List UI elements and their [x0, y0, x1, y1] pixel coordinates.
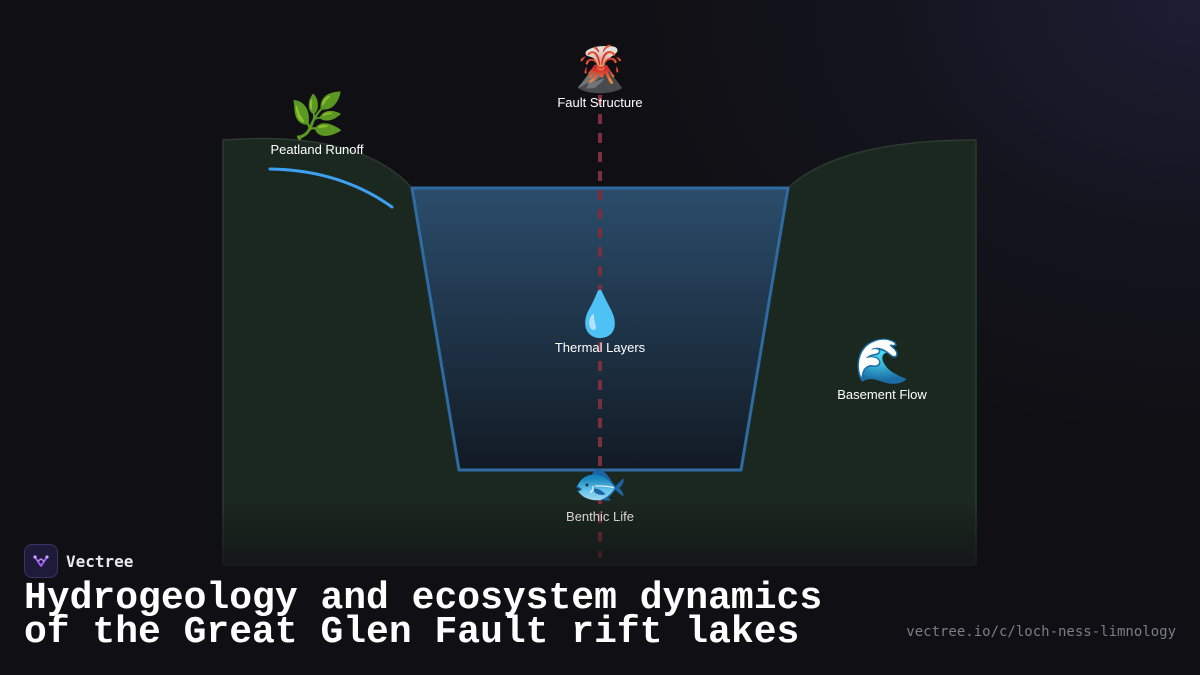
wave-icon: 🌊	[854, 337, 910, 386]
fault-structure-label: Fault Structure	[557, 95, 643, 110]
brand-name: Vectree	[66, 551, 134, 571]
node-basement-flow: 🌊 Basement Flow	[837, 337, 927, 403]
node-benthic-life: 🐟 Benthic Life	[566, 459, 634, 525]
brand: Vectree	[24, 544, 133, 578]
vectree-logo-icon	[24, 544, 58, 578]
node-peatland-runoff: 🌿 Peatland Runoff	[271, 92, 364, 158]
peatland-runoff-label: Peatland Runoff	[270, 142, 364, 157]
herb-icon: 🌿	[289, 92, 345, 141]
basement-flow-label: Basement Flow	[837, 387, 927, 402]
volcano-icon: 🌋	[572, 45, 628, 94]
node-thermal-layers: 💧 Thermal Layers	[555, 290, 645, 356]
node-fault-structure: 🌋 Fault Structure	[557, 45, 642, 111]
droplet-icon: 💧	[572, 290, 628, 339]
source-url: vectree.io/c/loch-ness-limnology	[906, 624, 1176, 640]
fish-icon: 🐟	[572, 459, 628, 508]
runoff-flow-line	[268, 167, 394, 209]
benthic-life-label: Benthic Life	[566, 509, 634, 524]
page-title: Hydrogeology and ecosystem dynamics of t…	[24, 577, 823, 654]
thermal-layers-label: Thermal Layers	[554, 340, 646, 355]
